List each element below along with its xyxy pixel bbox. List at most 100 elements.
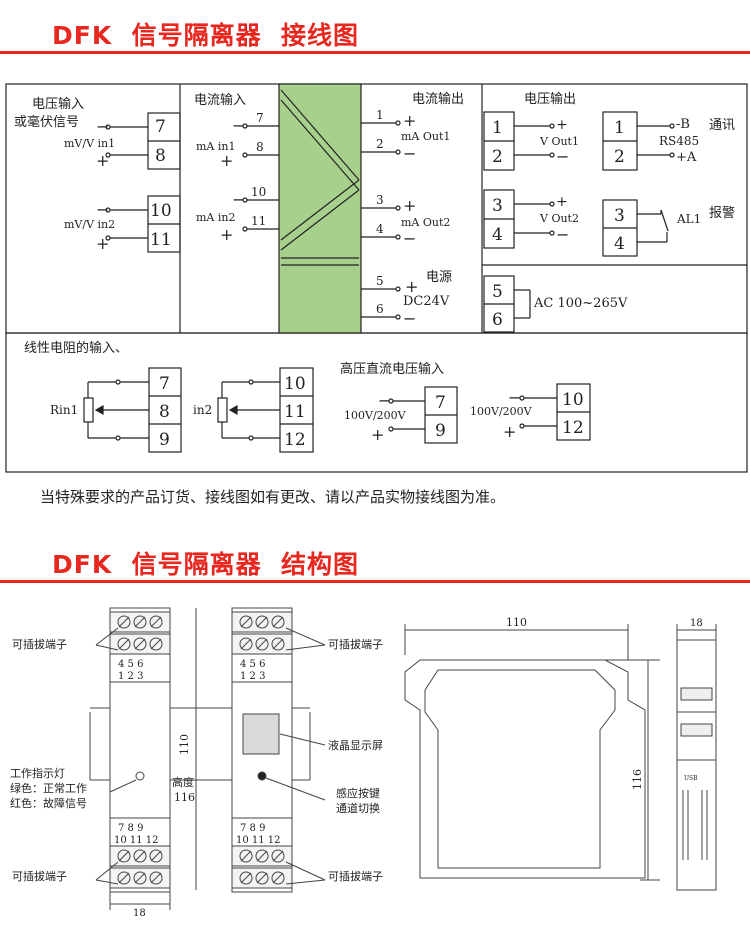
plus-sign: + [220, 225, 233, 244]
cout-out1-label: mA Out1 [401, 130, 450, 143]
indicator-green: 绿色：正常工作 [10, 781, 87, 795]
vout-out1-label: V Out1 [539, 135, 579, 148]
front-dim-18: 18 [133, 908, 146, 919]
plus-sign: + [556, 194, 568, 210]
lcd-label: 液晶显示屏 [328, 738, 383, 752]
cin-pin-8: 8 [256, 140, 264, 154]
minus-sign: − [232, 190, 245, 209]
power-pin-5: 5 [376, 274, 384, 288]
vin-terminal-11: 11 [150, 230, 172, 250]
voltage-output-title: 电压输出 [524, 91, 576, 107]
rtd-terminal-11: 11 [284, 402, 306, 422]
minus-sign: − [232, 116, 245, 135]
voltage-input-title: 电压输入 [32, 96, 84, 112]
structure-drawing [89, 607, 717, 910]
comm-a-label: +A [676, 150, 697, 165]
cin-pin-7: 7 [256, 111, 264, 125]
vout-terminal-2: 2 [492, 147, 503, 167]
comm-terminal-2: 2 [614, 147, 625, 167]
vin-ch1-label: mV/V in1 [64, 137, 115, 150]
plus-sign: + [556, 117, 568, 133]
pluggable-label-br: 可插拔端子 [328, 869, 383, 883]
top-pins-row2: 1 2 3 [118, 671, 143, 682]
rtd-terminal-9: 9 [159, 430, 170, 450]
plus-sign: + [96, 234, 109, 253]
bottom-pins-row1: 7 8 9 [118, 823, 143, 834]
wiring-heading: DFK 信号隔离器 接线图 [0, 10, 750, 54]
cin-ch2-label: mA in2 [196, 211, 235, 224]
hv-terminal-7: 7 [435, 393, 446, 413]
hv-label-1: 100V/200V [344, 409, 407, 422]
plus-sign: + [403, 111, 416, 130]
top-pins-row1: 4 5 6 [118, 659, 143, 670]
top-pins-row1: 4 5 6 [240, 659, 265, 670]
vin-ch2-label: mV/V in2 [64, 218, 115, 231]
current-output-title: 电流输出 [412, 91, 464, 107]
bottom-pins-row1: 7 8 9 [240, 823, 265, 834]
minus-sign: − [403, 229, 416, 248]
plus-sign: + [96, 151, 109, 170]
cout-out2-label: mA Out2 [401, 216, 450, 229]
rtd-terminal-12: 12 [284, 430, 306, 450]
alarm-label: AL1 [676, 212, 701, 226]
rtd-terminal-10: 10 [284, 374, 306, 394]
current-input-title: 电流输入 [194, 92, 246, 108]
height-label: 高度 [172, 775, 194, 789]
comm-b-label: -B [676, 117, 690, 132]
power-ac-label: AC 100~265V [533, 296, 628, 311]
wiring-note: 当特殊要求的产品订货、接线图如有更改、请以产品实物接线图为准。 [40, 488, 506, 506]
vin-terminal-7: 7 [155, 117, 166, 137]
vout-terminal-6: 6 [492, 310, 503, 330]
vout-terminal-5: 5 [492, 282, 503, 302]
minus-sign: − [556, 147, 569, 166]
hv-terminal-12: 12 [562, 418, 584, 438]
indicator-red: 红色：故障信号 [10, 796, 87, 810]
heading-rule [0, 51, 750, 54]
bottom-pins-row2: 10 11 12 [114, 835, 159, 846]
vout-terminal-1: 1 [492, 118, 503, 138]
vout-terminal-3: 3 [492, 196, 503, 216]
narrow-dim-18: 18 [690, 618, 703, 629]
cin-pin-11: 11 [251, 214, 266, 228]
cout-pin-3: 3 [376, 193, 384, 207]
side-dim-116: 116 [631, 769, 644, 790]
comm-title: 通讯 [709, 118, 735, 133]
plus-sign: + [371, 425, 384, 444]
alarm-title: 报警 [709, 205, 735, 221]
alarm-terminal-3: 3 [614, 206, 625, 226]
minus-sign: − [96, 200, 109, 219]
usb-label: USB [684, 775, 698, 782]
minus-sign: − [556, 225, 569, 244]
pluggable-label-tl: 可插拔端子 [12, 637, 67, 651]
front-dim-110: 110 [178, 734, 191, 755]
vin-terminal-10: 10 [150, 201, 172, 221]
indicator-label: 工作指示灯 [10, 766, 65, 780]
power-pin-6: 6 [376, 302, 384, 316]
comm-terminal-1: 1 [614, 118, 625, 138]
minus-sign: − [378, 391, 391, 410]
heading-rule [0, 580, 750, 583]
minus-sign: − [403, 144, 416, 163]
plus-sign: + [403, 196, 416, 215]
bottom-pins-row2: 10 11 12 [236, 835, 281, 846]
minus-sign: − [508, 388, 521, 407]
isolation-block [278, 83, 362, 334]
side-dim-110: 110 [506, 616, 527, 629]
pluggable-label-bl: 可插拔端子 [12, 869, 67, 883]
top-pins-row2: 1 2 3 [240, 671, 265, 682]
alarm-terminal-4: 4 [614, 234, 625, 254]
power-dc-label: DC24V [403, 294, 450, 309]
plus-sign: + [220, 151, 233, 170]
pluggable-label-tr: 可插拔端子 [328, 637, 383, 651]
comm-proto-label: RS485 [659, 134, 699, 148]
plus-sign: + [503, 422, 516, 441]
cout-pin-1: 1 [376, 108, 384, 122]
hv-terminal-10: 10 [562, 390, 584, 410]
hv-terminal-9: 9 [435, 421, 446, 441]
structure-heading-title: DFK 信号隔离器 结构图 [52, 550, 360, 579]
cin-ch1-label: mA in1 [196, 140, 235, 153]
vout-out2-label: V Out2 [539, 212, 579, 225]
power-title: 电源 [426, 270, 452, 285]
cout-pin-4: 4 [376, 222, 384, 236]
